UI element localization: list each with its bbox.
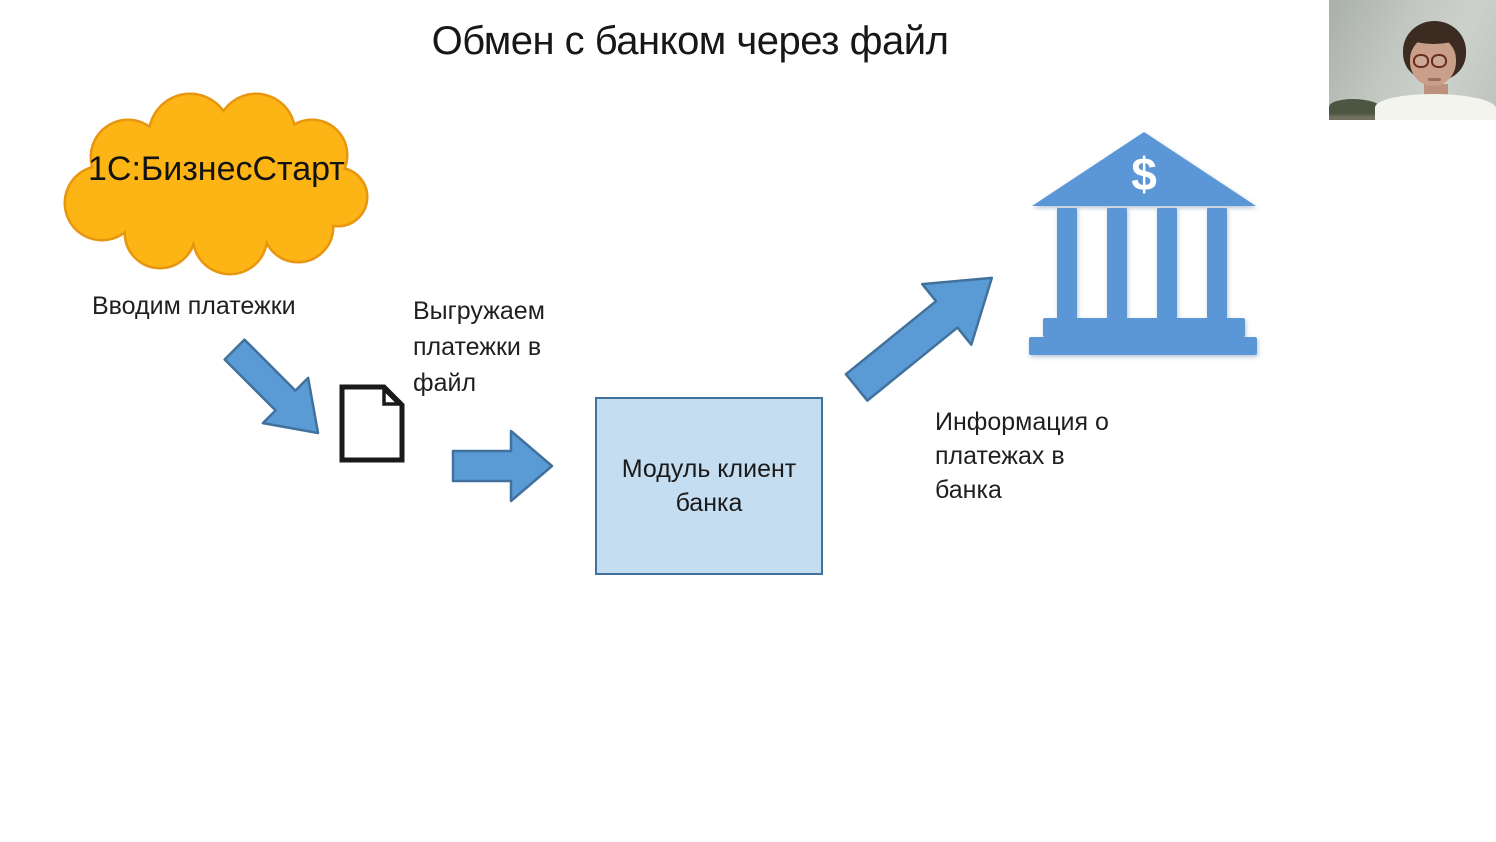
arrow-up-right-icon xyxy=(844,276,994,402)
glasses-right-lens xyxy=(1431,54,1447,68)
slide-title: Обмен с банком через файл xyxy=(431,19,949,63)
label-enter-payments: Вводим платежки xyxy=(92,292,296,320)
cloud-outline xyxy=(63,92,369,276)
arrow-down-right-icon xyxy=(223,338,320,435)
presenter-mouth xyxy=(1428,78,1441,81)
file-icon xyxy=(339,384,405,463)
bank-icon: $ xyxy=(1029,132,1257,355)
module-box-label: Модуль клиент банка xyxy=(621,455,797,517)
cloud-shape-icon xyxy=(63,92,369,276)
cloud-label: 1С:БизнесСтарт xyxy=(88,150,345,188)
module-bank-client-box: Модуль клиент банка xyxy=(595,397,823,575)
label-export-payments: Выгружаем платежки в файл xyxy=(413,297,545,397)
glasses-left-lens xyxy=(1413,54,1429,68)
webcam-background-plant xyxy=(1329,99,1381,116)
webcam-overlay xyxy=(1329,0,1496,120)
presenter-hair-fringe xyxy=(1408,29,1459,44)
label-bank-payment-info: Информация о платежах в банка xyxy=(935,408,1109,504)
arrow-right-icon xyxy=(451,429,554,503)
presenter-glasses xyxy=(1413,54,1453,70)
presenter-shirt xyxy=(1375,94,1496,120)
dollar-sign-icon: $ xyxy=(1131,148,1157,200)
